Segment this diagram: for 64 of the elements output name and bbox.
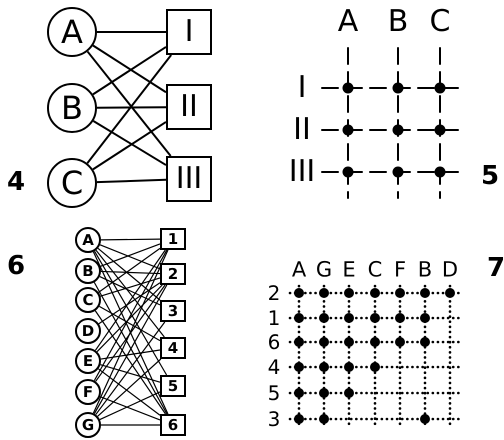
column-label: D — [442, 260, 458, 280]
vertex-circle: A — [47, 7, 97, 57]
row-label: 2 — [268, 283, 280, 303]
edge-line — [97, 358, 162, 417]
row-label: III — [288, 157, 316, 187]
edge-line — [98, 368, 160, 416]
edge-line — [96, 284, 163, 352]
row-label: 1 — [268, 308, 280, 328]
row-label: II — [293, 115, 311, 145]
row-label: I — [298, 73, 306, 103]
row-label: 4 — [268, 357, 280, 377]
figure-number: 6 — [6, 253, 26, 279]
vertex-box: 6 — [160, 414, 186, 436]
vertex-box: I — [166, 9, 212, 55]
column-label: C — [368, 260, 382, 280]
vertex-box: II — [166, 84, 212, 130]
vertex-box: 4 — [160, 337, 186, 359]
edge-line — [96, 250, 165, 338]
vertex-box: 2 — [160, 263, 186, 285]
edge-line — [97, 106, 166, 109]
column-label: B — [388, 7, 408, 37]
vertex-box: 5 — [160, 375, 186, 397]
vertex-circle: B — [75, 258, 101, 284]
vertex-circle: C — [47, 158, 97, 208]
edge-line — [98, 282, 160, 324]
figure-number: 5 — [480, 163, 500, 189]
edge-line — [99, 306, 160, 342]
vertex-circle: F — [75, 379, 101, 405]
vertex-circle: D — [75, 318, 101, 344]
figure-number: 4 — [6, 169, 26, 195]
column-label: A — [338, 7, 358, 37]
edge-line — [96, 178, 166, 184]
figure-number: 7 — [486, 255, 504, 281]
edge-line — [100, 364, 160, 383]
edge-line — [100, 391, 160, 420]
edge-line — [98, 248, 160, 301]
edge-line — [98, 248, 160, 293]
edge-line — [100, 276, 160, 306]
row-label: 3 — [268, 409, 280, 429]
edge-line — [100, 349, 160, 360]
edge-line — [95, 284, 166, 382]
column-label: B — [418, 260, 432, 280]
column-label: A — [292, 260, 306, 280]
vertex-box: 3 — [160, 300, 186, 322]
vertex-circle: G — [75, 412, 101, 438]
edge-line — [94, 250, 166, 351]
column-label: E — [342, 260, 356, 280]
vertex-circle: A — [75, 227, 101, 253]
column-label: F — [394, 260, 406, 280]
vertex-circle: C — [75, 287, 101, 313]
row-label: 5 — [268, 383, 280, 403]
edge-line — [101, 424, 160, 426]
column-label: G — [316, 260, 332, 280]
row-label: 6 — [268, 332, 280, 352]
edge-line — [100, 277, 160, 297]
edge-line — [100, 396, 160, 421]
column-label: C — [430, 7, 450, 37]
vertex-circle: B — [47, 83, 97, 133]
edge-line — [101, 238, 160, 240]
vertex-circle: E — [75, 348, 101, 374]
vertex-box: III — [166, 156, 212, 202]
edge-line — [100, 270, 160, 274]
vertex-box: 1 — [160, 228, 186, 250]
edge-line — [97, 31, 166, 33]
